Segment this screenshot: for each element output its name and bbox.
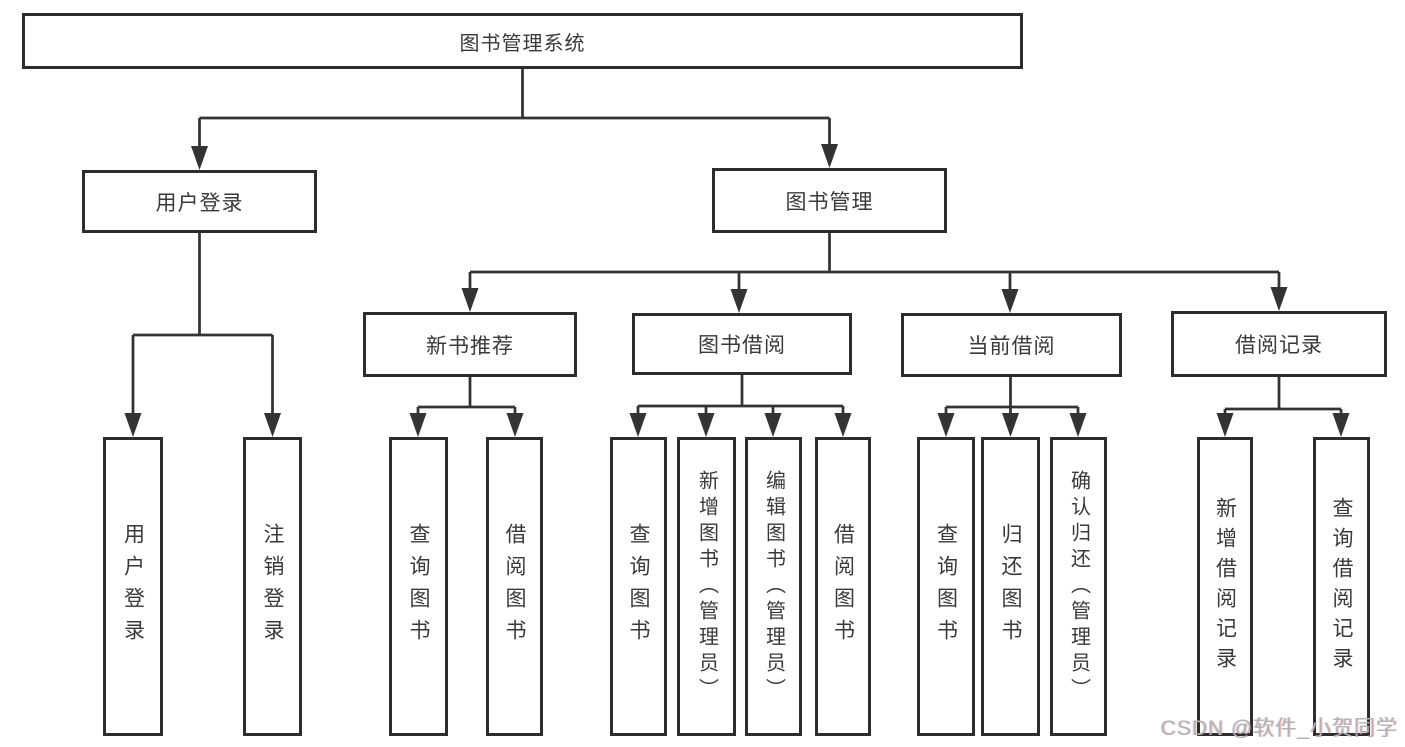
leaf-user-login: 用户登录 xyxy=(103,437,163,736)
leaf-add-borrow-record: 新增借阅记录 xyxy=(1197,437,1253,736)
leaf-add-book-admin-label: 新增图书（管理员） xyxy=(695,469,718,704)
node-current-borrow: 当前借阅 xyxy=(901,313,1122,377)
leaf-borrow-book-recommend-label: 借阅图书 xyxy=(503,522,526,651)
edge-bookmgmt-children xyxy=(461,233,1288,313)
node-new-book-recommend: 新书推荐 xyxy=(363,312,577,377)
leaf-query-book-current-label: 查询图书 xyxy=(934,522,958,651)
leaf-logout: 注销登录 xyxy=(243,437,302,736)
node-root-label: 图书管理系统 xyxy=(459,32,586,55)
leaf-query-borrow-record-label: 查询借阅记录 xyxy=(1330,496,1353,677)
edge-newbookrec-children xyxy=(409,377,524,437)
node-borrow-record-label: 借阅记录 xyxy=(1235,334,1323,357)
leaf-add-book-admin: 新增图书（管理员） xyxy=(677,437,736,736)
leaf-return-book-label: 归还图书 xyxy=(999,522,1022,651)
leaf-edit-book-admin-label: 编辑图书（管理员） xyxy=(762,469,785,704)
node-book-borrow: 图书借阅 xyxy=(632,313,852,375)
edge-bookborrow-children xyxy=(629,375,852,437)
csdn-watermark: CSDN @软件_小贺同学 xyxy=(1160,717,1398,740)
node-current-borrow-label: 当前借阅 xyxy=(967,335,1056,358)
node-root-system: 图书管理系统 xyxy=(22,13,1023,69)
leaf-add-borrow-record-label: 新增借阅记录 xyxy=(1213,496,1237,677)
edge-userlogin-children xyxy=(124,233,281,437)
edge-currentborrow-children xyxy=(937,377,1087,437)
leaf-query-book-current: 查询图书 xyxy=(917,437,975,736)
leaf-query-book-borrow-label: 查询图书 xyxy=(627,522,650,651)
node-book-management-label: 图书管理 xyxy=(785,190,874,214)
leaf-borrow-book-label: 借阅图书 xyxy=(831,522,855,651)
leaf-confirm-return-admin-label: 确认归还（管理员） xyxy=(1067,469,1090,704)
node-borrow-record: 借阅记录 xyxy=(1171,311,1387,377)
leaf-query-book-recommend: 查询图书 xyxy=(389,437,448,736)
node-user-login-label: 用户登录 xyxy=(155,191,244,215)
node-user-login: 用户登录 xyxy=(82,170,317,233)
leaf-borrow-book-recommend: 借阅图书 xyxy=(486,437,543,736)
leaf-edit-book-admin: 编辑图书（管理员） xyxy=(745,437,802,736)
leaf-return-book: 归还图书 xyxy=(981,437,1040,736)
leaf-query-borrow-record: 查询借阅记录 xyxy=(1313,437,1370,736)
node-new-book-recommend-label: 新书推荐 xyxy=(426,334,514,358)
edge-borrowrecord-children xyxy=(1216,377,1350,437)
leaf-borrow-book: 借阅图书 xyxy=(815,437,871,736)
edge-root-to-level2 xyxy=(191,69,838,170)
node-book-management: 图书管理 xyxy=(712,168,947,233)
leaf-query-book-borrow: 查询图书 xyxy=(610,437,667,736)
leaf-confirm-return-admin: 确认归还（管理员） xyxy=(1050,437,1107,736)
leaf-logout-label: 注销登录 xyxy=(261,522,284,651)
leaf-user-login-label: 用户登录 xyxy=(121,522,145,651)
leaf-query-book-recommend-label: 查询图书 xyxy=(407,522,430,651)
node-book-borrow-label: 图书借阅 xyxy=(698,334,786,357)
